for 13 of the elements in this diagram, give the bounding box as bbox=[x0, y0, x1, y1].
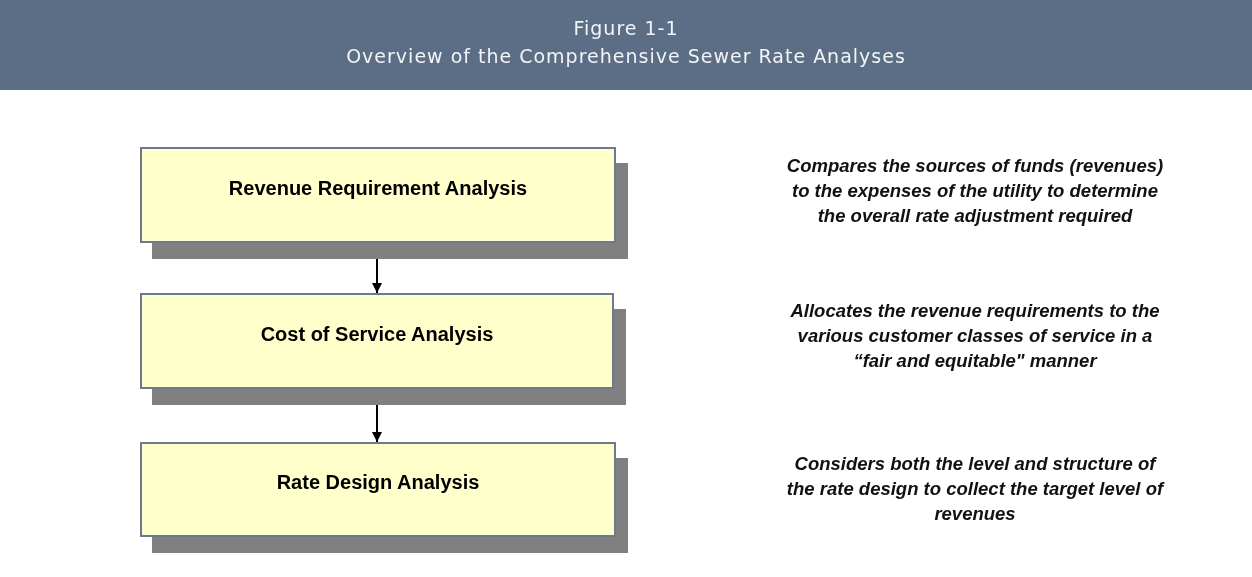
description-text: Allocates the revenue requirements to the various customer classes of service in a “fair and equitable" manner bbox=[789, 299, 1161, 373]
box-label: Revenue Requirement Analysis bbox=[228, 176, 528, 200]
description-text: Considers both the level and structure of the rate design to collect the target level of revenues bbox=[785, 452, 1165, 526]
process-box bbox=[140, 442, 616, 537]
figure-number: Figure 1-1 bbox=[572, 17, 680, 39]
process-box bbox=[140, 293, 614, 389]
box-label: Cost of Service Analysis bbox=[260, 322, 494, 346]
box-label: Rate Design Analysis bbox=[276, 471, 480, 494]
process-box bbox=[140, 147, 616, 243]
arrow bbox=[372, 404, 382, 443]
arrow bbox=[372, 258, 382, 294]
diagram-title: Overview of the Comprehensive Sewer Rate Analyses bbox=[345, 45, 907, 67]
description-text: Compares the sources of funds (revenues) to the expenses of the utility to determine the overall rate adjustment required bbox=[785, 154, 1165, 228]
